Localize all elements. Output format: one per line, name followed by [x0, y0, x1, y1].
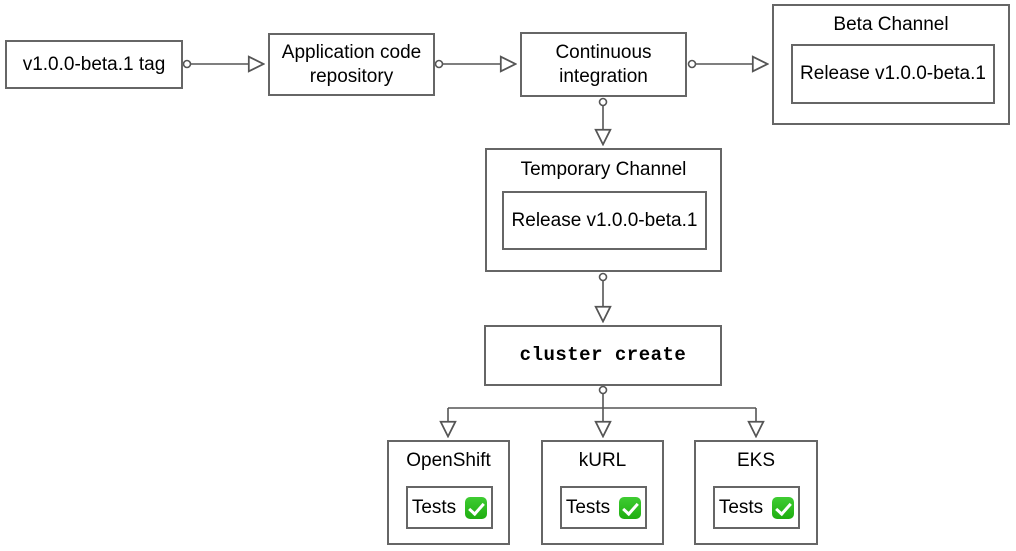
green-check-icon — [772, 496, 795, 519]
node-cluster-create-label: cluster create — [519, 343, 687, 366]
kurl-tests-label: Tests — [565, 496, 611, 518]
temporary-channel-release-box[interactable]: Release v1.0.0-beta.1 — [502, 191, 707, 250]
node-version-tag[interactable]: v1.0.0-beta.1 tag — [5, 40, 183, 89]
beta-channel-release-box[interactable]: Release v1.0.0-beta.1 — [791, 44, 995, 104]
openshift-tests-label: Tests — [411, 496, 457, 518]
group-openshift[interactable]: OpenShift Tests — [387, 440, 510, 545]
group-beta-channel-title: Beta Channel — [833, 14, 949, 35]
openshift-tests-box[interactable]: Tests — [406, 486, 493, 529]
temporary-channel-release-label: Release v1.0.0-beta.1 — [511, 209, 698, 231]
group-temporary-channel-title: Temporary Channel — [520, 159, 687, 180]
ci-label-line1: Continuous — [555, 42, 652, 64]
edge-endpoint-cluster-create — [598, 385, 608, 395]
repo-label-line1: Application code — [281, 42, 422, 64]
eks-tests-row: Tests — [718, 496, 795, 519]
ci-label-line2: integration — [559, 65, 648, 87]
eks-tests-box[interactable]: Tests — [713, 486, 800, 529]
beta-channel-release-label: Release v1.0.0-beta.1 — [800, 63, 986, 84]
group-beta-channel[interactable]: Beta Channel Release v1.0.0-beta.1 — [772, 4, 1010, 125]
green-check-icon — [619, 496, 642, 519]
group-temporary-channel[interactable]: Temporary Channel Release v1.0.0-beta.1 — [485, 148, 722, 272]
group-openshift-title: OpenShift — [406, 450, 491, 471]
node-continuous-integration[interactable]: Continuous integration — [520, 32, 687, 97]
group-kurl[interactable]: kURL Tests — [541, 440, 664, 545]
group-kurl-title: kURL — [578, 450, 627, 471]
node-version-tag-label: v1.0.0-beta.1 tag — [22, 53, 166, 75]
node-application-code-repository[interactable]: Application code repository — [268, 33, 435, 96]
repo-label-line2: repository — [309, 65, 394, 87]
edge-endpoint-temporary-channel — [598, 272, 608, 282]
edge-endpoint-ci-bottom — [598, 97, 608, 107]
node-application-code-repository-label: Application code repository — [282, 41, 421, 87]
edge-endpoint-repo — [434, 59, 444, 69]
node-continuous-integration-label: Continuous integration — [555, 41, 651, 87]
green-check-icon — [465, 496, 488, 519]
kurl-tests-row: Tests — [565, 496, 642, 519]
node-cluster-create[interactable]: cluster create — [484, 325, 722, 386]
group-eks[interactable]: EKS Tests — [694, 440, 818, 545]
eks-tests-label: Tests — [718, 496, 764, 518]
group-eks-title: EKS — [736, 450, 776, 471]
kurl-tests-box[interactable]: Tests — [560, 486, 647, 529]
edge-endpoint-tag — [182, 59, 192, 69]
edge-endpoint-ci-right — [687, 59, 697, 69]
openshift-tests-row: Tests — [411, 496, 488, 519]
